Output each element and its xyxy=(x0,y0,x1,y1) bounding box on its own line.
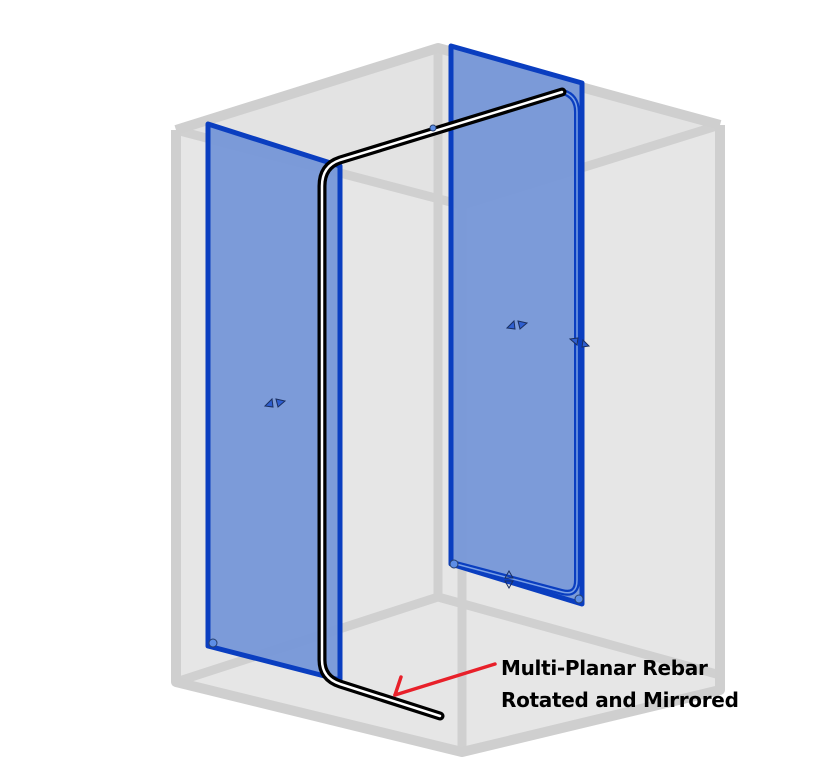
right-plane-corner-grip-2[interactable] xyxy=(574,594,584,604)
right-plane-edge-flip-arrows-icon[interactable] xyxy=(568,337,591,348)
right-plane-flip-arrows-icon[interactable] xyxy=(505,319,529,330)
left-plane-corner-grip[interactable] xyxy=(208,638,218,648)
annotation-line-2: Rotated and Mirrored xyxy=(501,688,739,712)
annotation-label: Multi-Planar Rebar Rotated and Mirrored xyxy=(501,652,739,716)
annotation-line-1: Multi-Planar Rebar xyxy=(501,656,708,680)
annotation-arrow xyxy=(393,662,497,697)
right-rebar-plane[interactable] xyxy=(448,43,591,607)
left-rebar-plane[interactable] xyxy=(205,121,343,683)
multi-planar-rebar[interactable] xyxy=(317,87,567,721)
right-plane-corner-grip[interactable] xyxy=(449,559,459,569)
right-plane-bottom-flip-arrows-icon[interactable] xyxy=(504,569,514,590)
left-plane-flip-arrows-icon[interactable] xyxy=(263,397,287,408)
rebar-mid-grip[interactable] xyxy=(429,124,437,132)
